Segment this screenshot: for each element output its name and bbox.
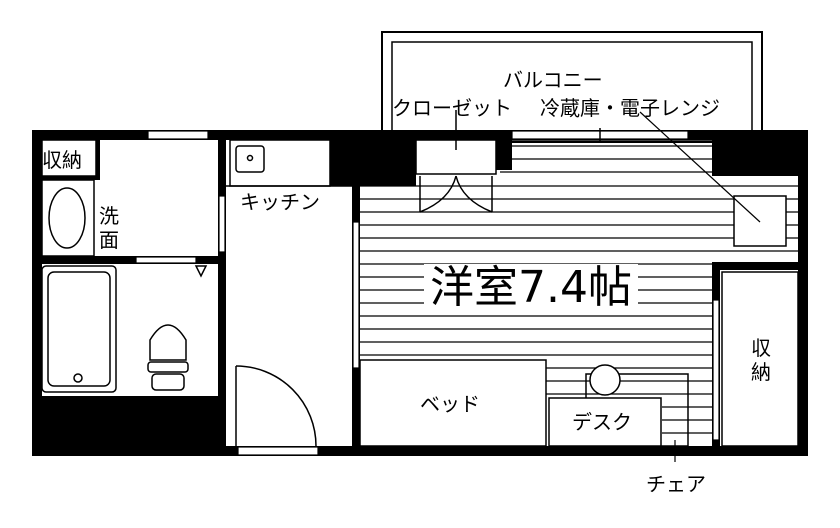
bed	[359, 359, 547, 447]
washroom-fixtures	[41, 139, 97, 257]
balcony-label: バルコニー	[503, 68, 603, 92]
chair-label: チェア	[646, 472, 706, 496]
storage-right	[721, 271, 799, 447]
main-room-label: 洋室7.4帖	[424, 264, 638, 312]
desk-label: デスク	[572, 410, 632, 434]
fridge-range-label: 冷蔵庫・電子レンジ	[540, 96, 720, 120]
fridge-box	[639, 111, 787, 247]
flooring-lines	[360, 145, 800, 434]
walls	[32, 130, 808, 456]
closet-label: クローゼット	[392, 96, 512, 120]
washroom-label: 洗面	[99, 204, 119, 252]
kitchen-label: キッチン	[240, 190, 320, 214]
bathroom-fixtures	[41, 265, 208, 393]
bed-label: ベッド	[420, 392, 480, 416]
desk-chair	[548, 364, 689, 462]
storage-right-label: 収納	[751, 336, 771, 384]
kitchen-fixtures	[226, 139, 352, 187]
closet	[415, 110, 497, 213]
storage-small-label: 収納	[42, 148, 82, 172]
entrance-door	[235, 365, 317, 447]
